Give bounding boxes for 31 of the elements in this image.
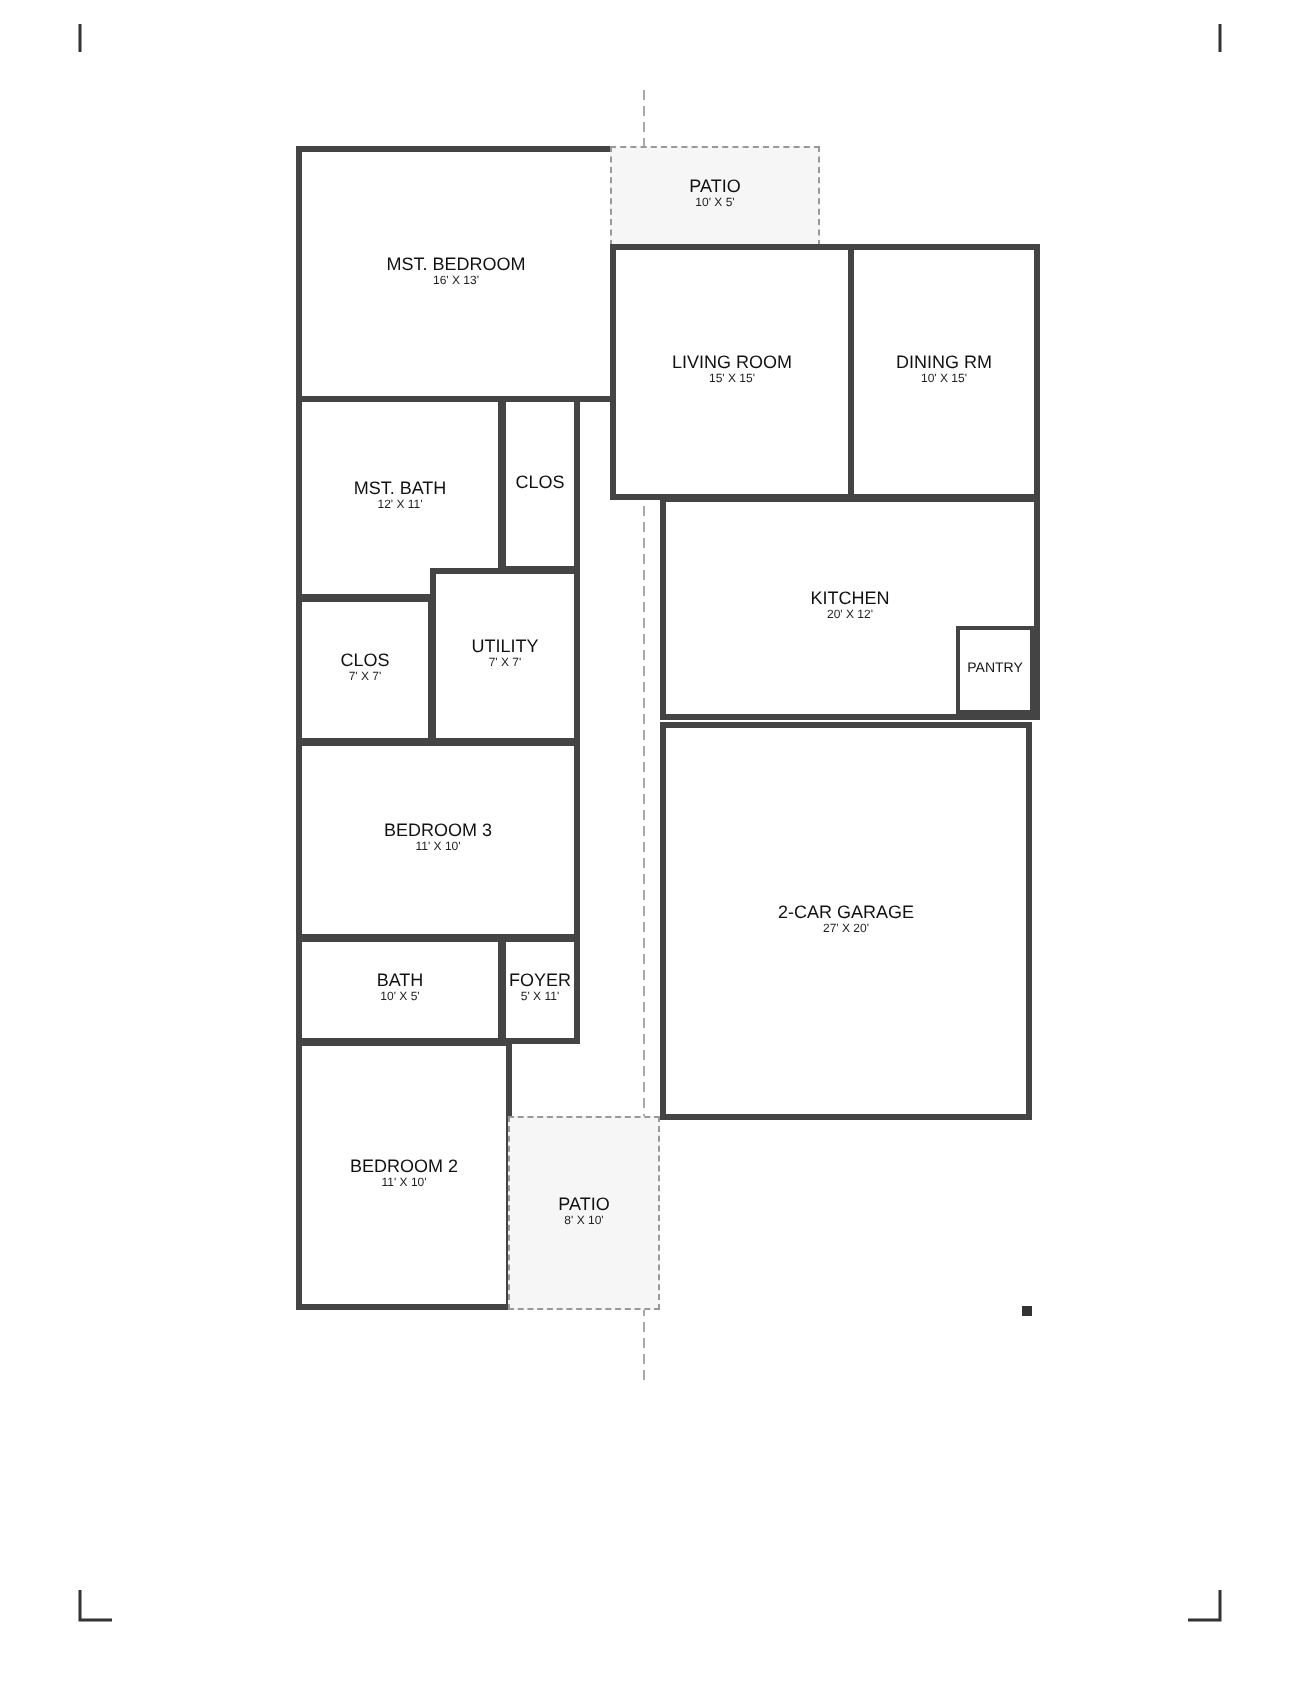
room-area xyxy=(296,936,504,1044)
room-name: CLOS xyxy=(340,652,390,671)
patio-area xyxy=(508,1116,660,1310)
room-area xyxy=(660,496,1040,720)
garage-area xyxy=(660,722,1032,1120)
room-name: PATIO xyxy=(558,1195,610,1215)
patio-area xyxy=(610,146,820,246)
room-name: DINING RM xyxy=(896,354,992,373)
room-name: PATIO xyxy=(689,178,741,197)
room-name: KITCHEN xyxy=(810,590,890,609)
room-name: FOYER xyxy=(508,972,571,991)
room-area xyxy=(296,740,580,940)
room-area xyxy=(500,936,580,1044)
room-area xyxy=(296,1040,512,1310)
room-area xyxy=(296,596,434,744)
room-name: BEDROOM 3 xyxy=(383,822,492,841)
room-name: LIVING ROOM xyxy=(671,354,792,373)
room-area xyxy=(430,568,580,744)
room-name: MST. BEDROOM xyxy=(386,256,526,275)
room-area xyxy=(296,396,504,600)
room-name: 2-CAR GARAGE xyxy=(777,903,914,923)
room-area xyxy=(500,396,580,572)
room-area xyxy=(848,244,1040,500)
room-name: BATH xyxy=(376,972,424,991)
room-name: CLOS xyxy=(515,474,565,494)
room-name: MST. BATH xyxy=(353,480,447,499)
room-area xyxy=(296,146,616,402)
pantry-area xyxy=(956,626,1034,714)
room-area xyxy=(610,244,854,500)
room-name: BEDROOM 2 xyxy=(349,1157,458,1177)
room-name: UTILITY xyxy=(471,638,539,657)
